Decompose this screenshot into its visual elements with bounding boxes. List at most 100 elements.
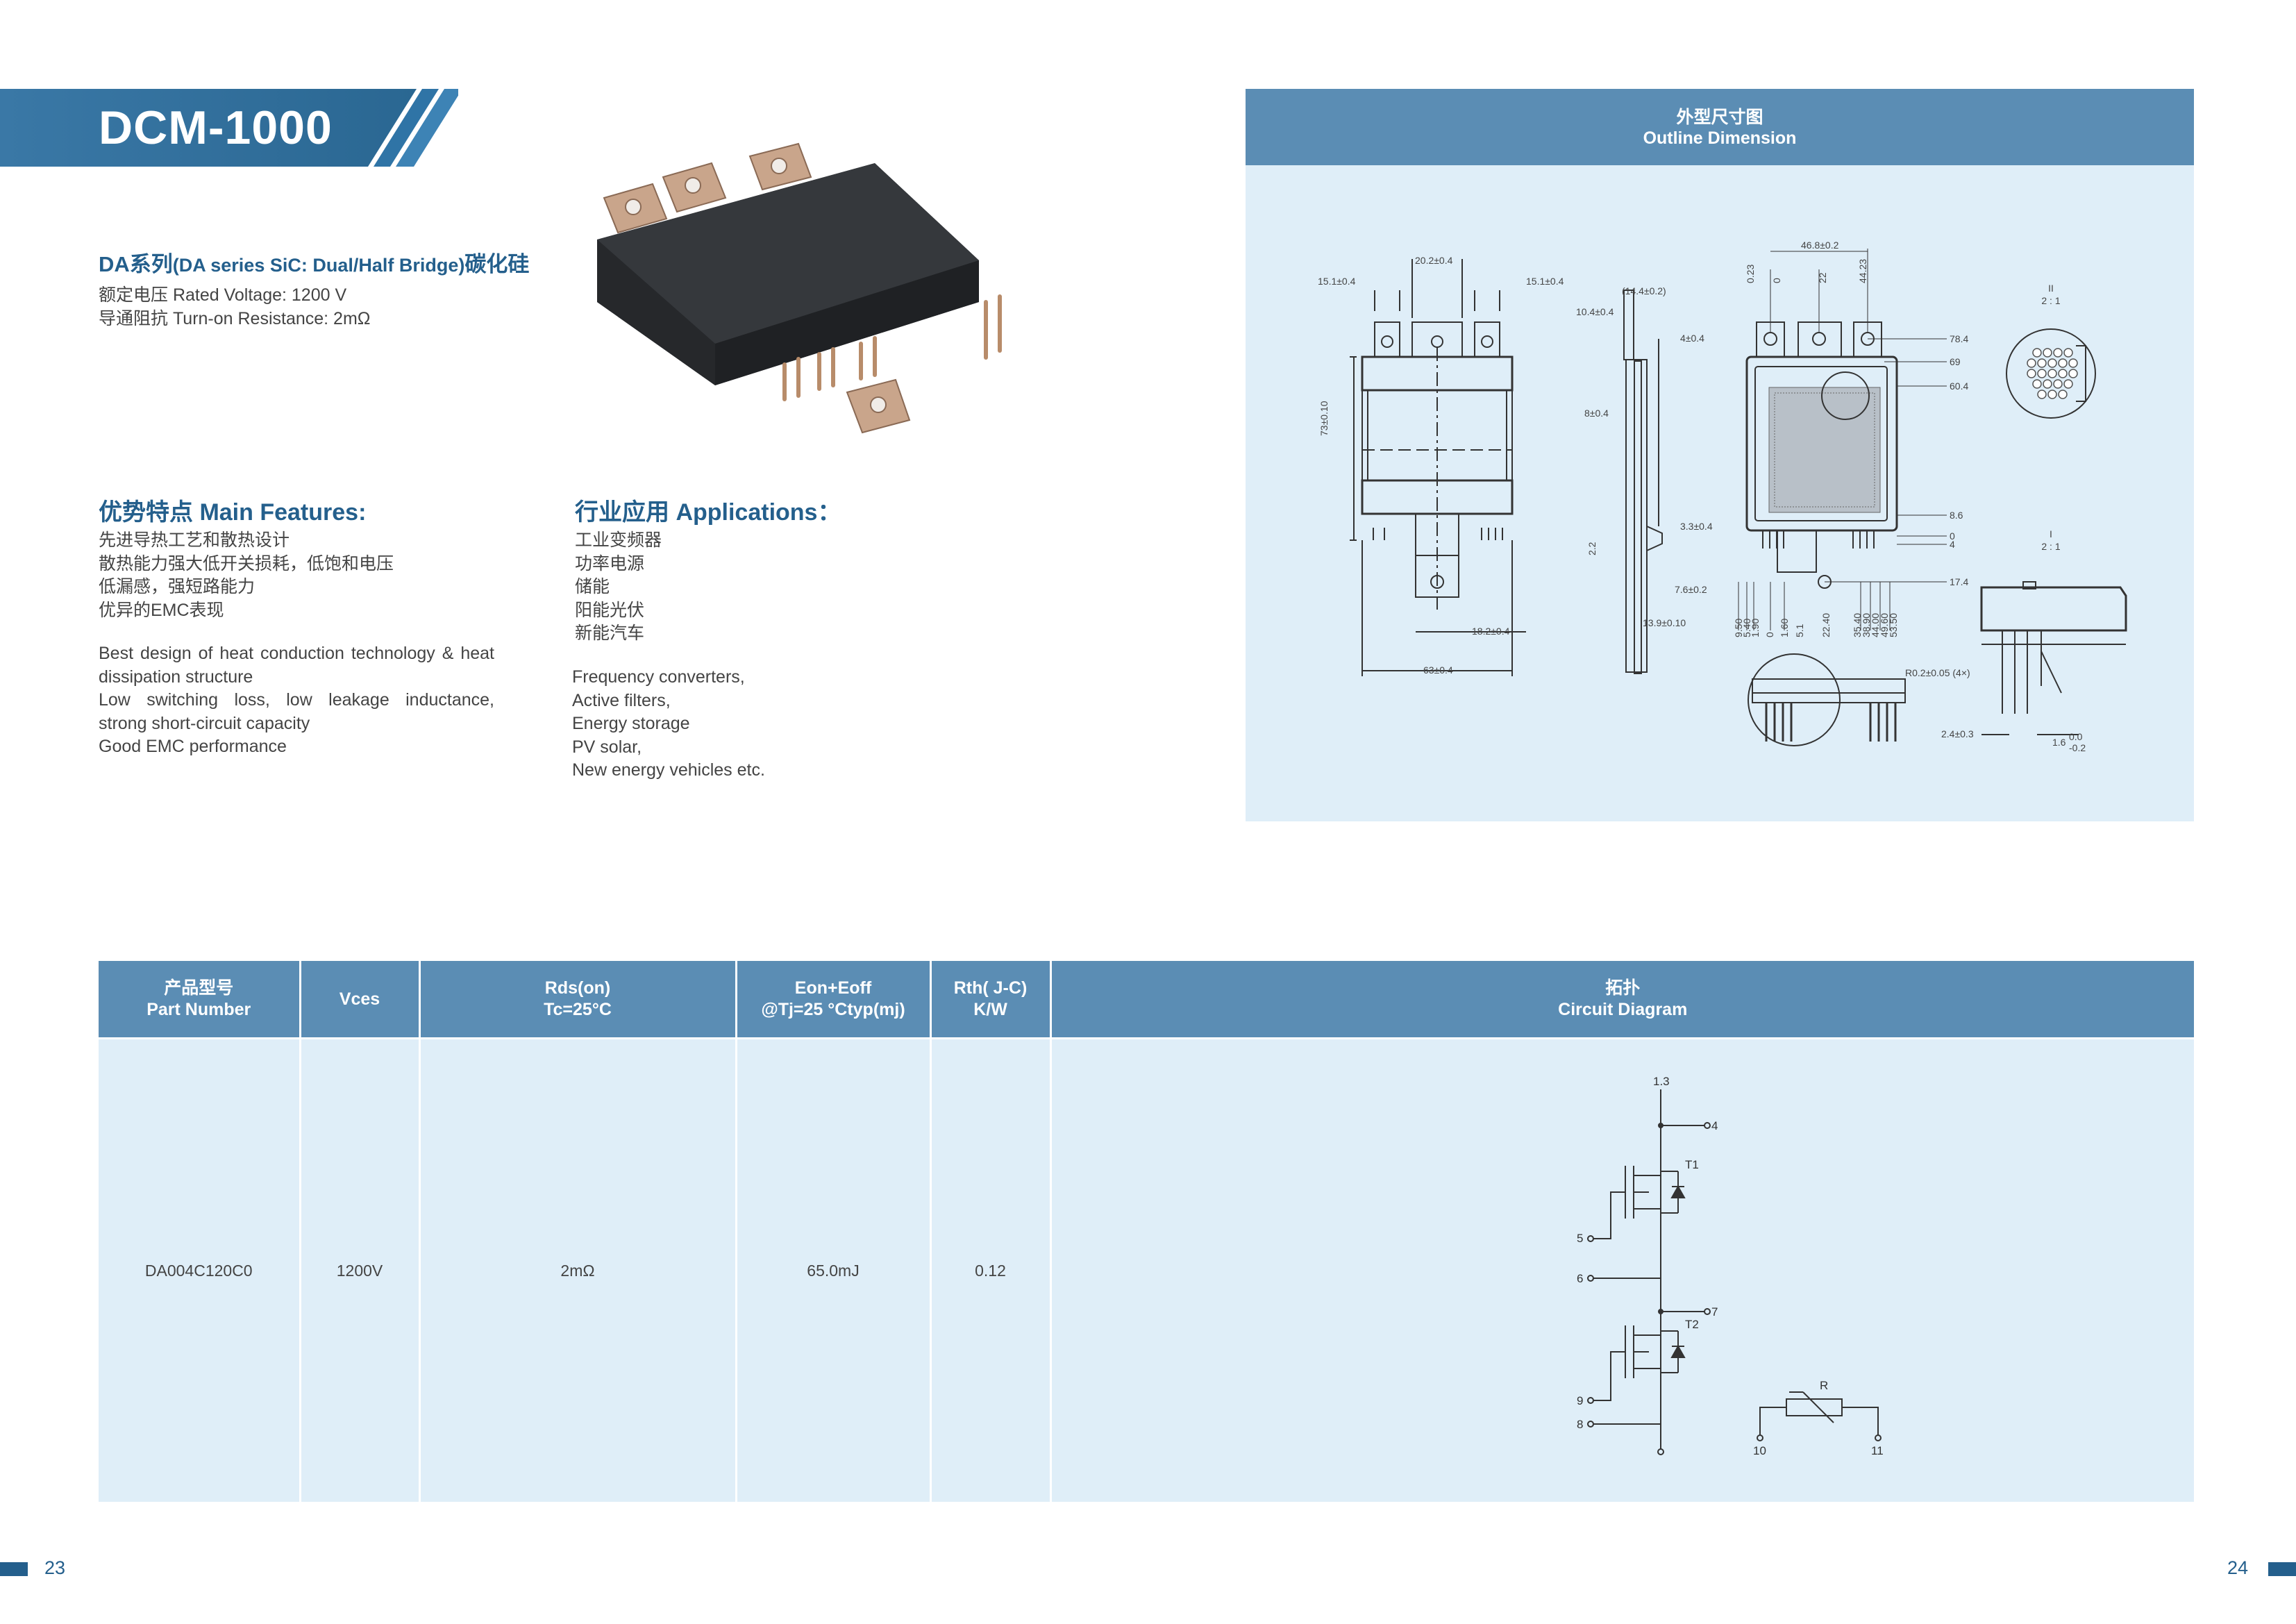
dim-label: 5.1 (1794, 623, 1805, 637)
application-en-item: Energy storage (572, 714, 690, 733)
circuit-label: 4 (1711, 1119, 1718, 1132)
dim-label: 0.0 (2069, 731, 2083, 742)
circuit-label: 6 (1577, 1272, 1583, 1285)
side-view (1623, 290, 1663, 674)
feature-cn-item: 散热能力强大低开关损耗，低饱和电压 (99, 553, 394, 574)
top-view (1738, 249, 1947, 630)
dim-label: 53.50 (1888, 613, 1899, 637)
dim-label: 13.9±0.10 (1643, 617, 1686, 628)
header-vces: Vces (300, 961, 421, 1039)
dim-label: 44.23 (1857, 259, 1868, 283)
rated-voltage: 额定电压 Rated Voltage: 1200 V (99, 285, 347, 305)
circuit-label: 8 (1577, 1418, 1583, 1431)
dim-label: 0 (1764, 632, 1775, 637)
dim-label: 9.50 (1733, 619, 1744, 637)
applications-cn-list: 工业变频器 功率电源 储能 阳能光伏 新能汽车 (575, 529, 662, 646)
feature-en-item: Low switching loss, low leakage inductan… (99, 690, 494, 710)
detail-pin-view (1748, 653, 1906, 746)
dim-label: 69 (1950, 356, 1961, 367)
dim-label: R0.2±0.05 (4×) (1905, 667, 1970, 678)
dim-label: 22 (1817, 272, 1828, 283)
circuit-label: T1 (1685, 1158, 1699, 1171)
cell-vces: 1200V (300, 1037, 421, 1502)
dim-label: 20.2±0.4 (1415, 255, 1453, 266)
dim-label: 73±0.10 (1318, 401, 1330, 436)
dim-label: 2 : 1 (2041, 541, 2060, 552)
application-cn-item: 阳能光伏 (575, 600, 645, 620)
page-number-left: 23 (44, 1557, 66, 1578)
dim-label: 17.4 (1950, 576, 1968, 587)
dim-label: 0 (1950, 530, 1955, 542)
outline-dimension-panel (1246, 89, 2194, 821)
turn-on-resistance: 导通阻抗 Turn-on Resistance: 2mΩ (99, 309, 371, 328)
circuit-label: T2 (1685, 1318, 1699, 1331)
cell-rds-on: 2mΩ (419, 1037, 737, 1502)
circuit-label: 11 (1871, 1444, 1884, 1457)
dim-label: -0.2 (2069, 742, 2086, 753)
dim-label: 18.2±0.4 (1472, 626, 1510, 637)
dim-label: 1.90 (1750, 619, 1761, 637)
cell-circuit-diagram: 1.3 4 T1 5 6 7 T2 9 8 R 10 11 (1050, 1037, 2194, 1502)
dim-label: 35.40 (1852, 613, 1863, 637)
dim-label: I (2050, 528, 2052, 539)
product-image (597, 142, 1002, 434)
dim-label: 15.1±0.4 (1526, 276, 1564, 287)
dim-label: 8.6 (1950, 510, 1963, 521)
dim-label: 63±0.4 (1423, 664, 1453, 676)
application-en-item: New energy vehicles etc. (572, 760, 765, 780)
dim-label: 2 : 1 (2041, 295, 2060, 306)
dim-label: 0 (1771, 278, 1782, 283)
feature-cn-item: 先进导热工艺和散热设计 (99, 530, 290, 550)
cell-eon-eoff: 65.0mJ (736, 1037, 932, 1502)
dim-label: 22.40 (1820, 613, 1832, 637)
title-banner (0, 89, 458, 167)
feature-cn-item: 低漏感，强短路能力 (99, 577, 255, 596)
application-en-item: Frequency converters, (572, 667, 745, 687)
feature-en-item: strong short-circuit capacity (99, 713, 310, 733)
circuit-label: 7 (1711, 1305, 1718, 1319)
dim-label: 78.4 (1950, 333, 1968, 344)
dim-label: 49.60 (1879, 613, 1890, 637)
detail-i-view (1980, 581, 2127, 735)
circuit-diagram: 1.3 4 T1 5 6 7 T2 9 8 R 10 11 (1577, 1075, 1884, 1457)
circuit-label: 5 (1577, 1232, 1583, 1245)
applications-title: 行业应用 Applications： (575, 499, 841, 526)
dim-label: 0.23 (1745, 265, 1756, 283)
dim-label: 15.1±0.4 (1318, 276, 1356, 287)
features-en-list: Best design of heat conduction technolog… (99, 642, 494, 759)
series-en: (DA series SiC: Dual/Half Bridge) (172, 255, 465, 276)
features-title: 优势特点 Main Features: (99, 499, 367, 526)
feature-en-item: dissipation structure (99, 667, 253, 687)
applications-en-list: Frequency converters, Active filters, En… (572, 666, 765, 782)
table-row: DA004C120C0 1200V 2mΩ 65.0mJ 0.12 (99, 1037, 2194, 1502)
dim-label: 4 (1950, 539, 1955, 550)
detail-ii-view (2006, 328, 2096, 419)
series-cn-prefix: DA系列 (99, 252, 173, 276)
dim-label: 2.2 (1586, 542, 1598, 555)
page-marker-right (2268, 1562, 2296, 1576)
application-en-item: PV solar, (572, 737, 642, 757)
header-rth: Rth( J-C)K/W (930, 961, 1052, 1039)
circuit-label: 10 (1753, 1444, 1766, 1457)
dim-label: (14.4±0.2) (1622, 285, 1666, 296)
header-eon-eoff: Eon+Eoff@Tj=25 °Ctyp(mj) (736, 961, 932, 1039)
dim-label: 10.4±0.4 (1576, 306, 1614, 317)
dim-label: 1.6 (2052, 737, 2066, 748)
series-title: DA系列(DA series SiC: Dual/Half Bridge)碳化硅 (99, 246, 529, 278)
circuit-label: 1.3 (1653, 1075, 1670, 1088)
product-title: DCM-1000 (99, 101, 333, 154)
dim-label: 38.90 (1861, 613, 1872, 637)
dim-label: 2.4±0.3 (1941, 728, 1974, 739)
circuit-label: 9 (1577, 1394, 1583, 1407)
application-cn-item: 功率电源 (575, 553, 645, 574)
dim-label: 3.3±0.4 (1680, 521, 1713, 532)
dim-label: 44.00 (1870, 613, 1881, 637)
dim-label: 4±0.4 (1680, 333, 1704, 344)
circuit-label: R (1820, 1379, 1828, 1392)
outline-title-cn: 外型尺寸图 (1676, 108, 1763, 127)
dim-label: 46.8±0.2 (1801, 240, 1839, 251)
